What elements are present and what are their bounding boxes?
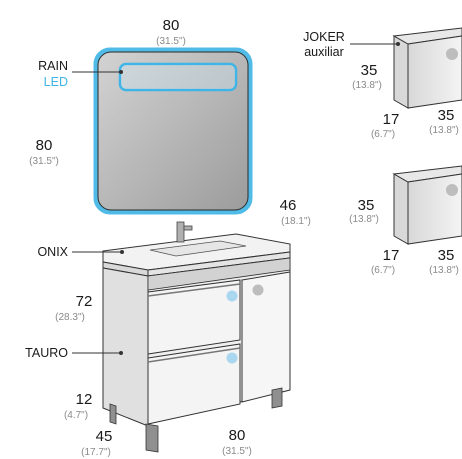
cabinet-top-dot bbox=[446, 48, 458, 60]
vanity-depth-in: (18.1") bbox=[281, 216, 311, 227]
mirror-height-cm: 80 bbox=[36, 137, 53, 154]
upper-drawer bbox=[147, 279, 241, 355]
cabinet-bottom-height-cm: 35 bbox=[358, 197, 375, 214]
lower-drawer-dot bbox=[226, 352, 238, 364]
cabinet-top-drawing bbox=[392, 27, 462, 109]
body-leader-dot bbox=[119, 351, 123, 355]
faucet bbox=[176, 221, 185, 243]
cabinet-top-height-in: (13.8") bbox=[352, 80, 382, 91]
cabinet-top-width-in: (13.8") bbox=[429, 125, 459, 136]
cabinet-label-joker: JOKER bbox=[303, 30, 345, 44]
cabinet-bottom-width-in: (13.8") bbox=[429, 265, 459, 276]
led-strip bbox=[118, 62, 238, 92]
mirror-label-led: LED bbox=[44, 75, 68, 89]
upper-drawer-dot bbox=[226, 290, 238, 302]
upper-drawer-handle bbox=[147, 283, 241, 297]
vanity-drawing bbox=[102, 221, 291, 453]
vanity-depth2-in: (17.7") bbox=[81, 447, 111, 458]
leg-back-left bbox=[109, 403, 117, 425]
cabinet-top-height-cm: 35 bbox=[361, 62, 378, 79]
mirror-label-rain: RAIN bbox=[38, 59, 68, 73]
mirror-leader-dot bbox=[119, 70, 123, 74]
basin bbox=[149, 240, 247, 257]
leg-front-right bbox=[271, 387, 283, 409]
mirror-width-cm: 80 bbox=[163, 17, 180, 34]
lower-drawer bbox=[147, 343, 241, 425]
cabinet-bottom-side bbox=[393, 173, 409, 245]
cabinet-top-lid bbox=[392, 27, 462, 45]
countertop-label: ONIX bbox=[37, 245, 68, 259]
lower-drawer-handle bbox=[147, 347, 241, 363]
countertop-leader-dot bbox=[120, 250, 124, 254]
cabinet-bottom-width-cm: 35 bbox=[438, 247, 455, 264]
cabinet-bottom-lid bbox=[392, 165, 462, 183]
leg-height-in: (4.7") bbox=[64, 410, 88, 421]
cabinet-bottom-drawing bbox=[392, 165, 462, 245]
cabinet-top-width-cm: 35 bbox=[438, 107, 455, 124]
cabinet-top-depth-cm: 17 bbox=[383, 111, 400, 128]
mirror-width-in: (31.5") bbox=[156, 36, 186, 47]
mirror-drawing bbox=[93, 47, 253, 215]
vanity-height-in: (28.3") bbox=[55, 312, 85, 323]
cabinet-bottom-height-in: (13.8") bbox=[349, 214, 379, 225]
cabinet-top-depth-in: (6.7") bbox=[371, 129, 395, 140]
vanity-width-cm: 80 bbox=[229, 427, 246, 444]
cabinet-top-side bbox=[393, 35, 409, 109]
vanity-depth2-cm: 45 bbox=[96, 428, 113, 445]
door-dot bbox=[252, 284, 264, 296]
mirror-glass bbox=[97, 51, 249, 211]
leg-front-left bbox=[145, 423, 159, 453]
vanity-width-in: (31.5") bbox=[222, 446, 252, 457]
vanity-door bbox=[241, 271, 291, 403]
leg-height-cm: 12 bbox=[76, 391, 93, 408]
cabinet-bottom-depth-in: (6.7") bbox=[371, 265, 395, 276]
faucet-spout bbox=[183, 225, 193, 231]
vanity-depth-cm: 46 bbox=[280, 197, 297, 214]
cabinet-leader-dot bbox=[396, 42, 400, 46]
cabinet-bottom-depth-cm: 17 bbox=[383, 247, 400, 264]
led-strip-inner bbox=[121, 65, 235, 89]
body-label: TAURO bbox=[25, 346, 68, 360]
vanity-side-panel bbox=[102, 267, 149, 427]
cabinet-bottom-dot bbox=[446, 184, 458, 196]
cabinet-top-front bbox=[407, 35, 462, 109]
mirror-height-in: (31.5") bbox=[29, 156, 59, 167]
vanity-height-cm: 72 bbox=[76, 293, 93, 310]
vanity-top-band bbox=[147, 257, 291, 291]
cabinet-label-auxiliar: auxiliar bbox=[304, 45, 344, 59]
